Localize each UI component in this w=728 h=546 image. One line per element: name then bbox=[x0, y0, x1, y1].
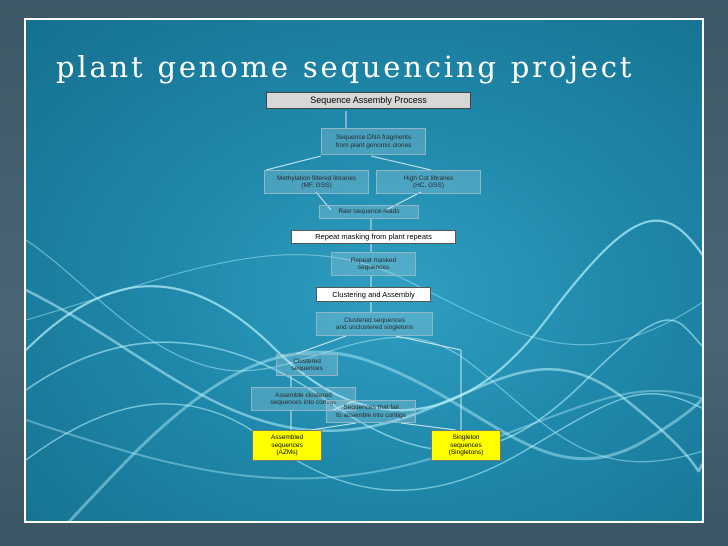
step-unassembled: Sequences that fail to assemble into con… bbox=[326, 400, 416, 423]
flowchart-header: Sequence Assembly Process bbox=[266, 92, 471, 109]
step-methylation-libraries: Methylation filtered libraries (MF, GSS) bbox=[264, 170, 369, 194]
slide-frame: plant genome sequencing project Sequence… bbox=[24, 18, 704, 523]
output-assembled-sequences: Assembled sequences (AZMs) bbox=[252, 430, 322, 461]
slide-title: plant genome sequencing project bbox=[56, 50, 635, 84]
output-singleton-sequences: Singleton sequences (Singletons) bbox=[431, 430, 501, 461]
step-repeat-masked: Repeat masked sequences bbox=[331, 252, 416, 276]
step-high-cot-libraries: High Cot libraries (HC, GSS) bbox=[376, 170, 481, 194]
step-clustering: Clustering and Assembly bbox=[316, 287, 431, 302]
step-raw-reads: Raw sequence reads bbox=[319, 205, 419, 219]
flowchart-connectors bbox=[265, 111, 462, 431]
step-repeat-masking: Repeat masking from plant repeats bbox=[291, 230, 456, 244]
step-sequence-dna: Sequence DNA fragments from plant genomi… bbox=[321, 128, 426, 155]
step-cluster-result: Clustered sequences and unclustered sing… bbox=[316, 312, 433, 336]
step-clustered-sequences: Clustered sequences bbox=[276, 354, 338, 376]
